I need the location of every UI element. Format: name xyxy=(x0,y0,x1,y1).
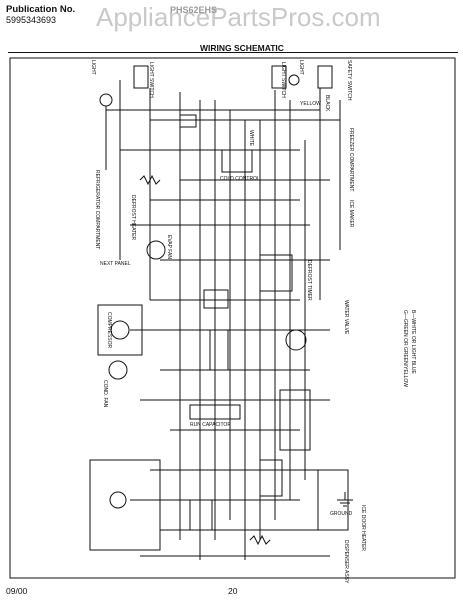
schematic-frame xyxy=(9,57,456,579)
page-title: WIRING SCHEMATIC xyxy=(200,43,284,53)
safety-switch xyxy=(317,65,333,89)
ice-door-heater xyxy=(249,534,271,546)
publication-block: Publication No. 5995343693 xyxy=(6,4,75,26)
cold-control xyxy=(221,149,253,173)
label-dispenser-assy: DISPENSER ASSY xyxy=(343,540,349,584)
run-capacitor xyxy=(189,404,241,420)
ground-symbol xyxy=(337,492,353,507)
label-light-switch: LIGHT SWITCH xyxy=(148,62,154,98)
label-ice-door-heater: ICE DOOR HEATER xyxy=(360,505,366,551)
label-light-right: LIGHT xyxy=(298,60,304,75)
label-cond-fan: COND. FAN xyxy=(102,380,108,408)
light-switch-left xyxy=(133,65,149,89)
label-defrost-timer: DEFROST TIMER xyxy=(306,260,312,301)
label-run-capacitor: RUN CAPACITOR xyxy=(190,422,231,428)
label-safety-switch: SAFETY SWITCH xyxy=(346,60,352,101)
label-compressor: COMPRESSOR xyxy=(106,312,112,349)
label-water-valve: WATER VALVE xyxy=(343,300,349,335)
publication-label: Publication No. xyxy=(6,4,76,15)
light-right-bulb xyxy=(288,74,300,86)
light-switch-right xyxy=(271,65,287,89)
model-number: PHS62EHS xyxy=(170,5,218,15)
label-ice-maker: ICE MAKER xyxy=(348,200,354,228)
label-white: WHITE xyxy=(248,130,254,147)
label-light-switch-right: LIGHT SWITCH xyxy=(280,62,286,98)
label-evap-fan: EVAP FAN xyxy=(166,235,172,259)
evap-fan-motor xyxy=(146,240,166,260)
label-yellow: YELLOW xyxy=(300,101,321,107)
defrost-timer xyxy=(259,254,293,292)
auger-motor-box xyxy=(89,459,161,551)
ice-maker-motor xyxy=(285,329,307,351)
label-refrigerator-compartment: REFRIGERATOR COMPARTMENT xyxy=(94,170,100,249)
label-defrost-heater: DEFROST HEATER xyxy=(130,195,136,240)
label-black: BLACK xyxy=(324,95,330,112)
label-wire-legend-2: G—GREEN OR GREEN/YELLOW xyxy=(402,310,408,387)
label-freezer-compartment: FREEZER COMPARTMENT xyxy=(348,128,354,191)
label-light-left: LIGHT xyxy=(90,60,96,75)
light-left-bulb xyxy=(99,93,113,107)
dispenser-relay xyxy=(279,389,311,451)
compressor xyxy=(97,304,143,356)
cond-fan-motor xyxy=(108,360,128,380)
watermark: AppliancePartsPros.com xyxy=(96,2,381,32)
label-next-panel: NEXT PANEL xyxy=(100,261,131,267)
page-number: 20 xyxy=(228,586,238,596)
label-wire-legend-1: B—WHITE OR LIGHT BLUE xyxy=(410,310,416,374)
publication-number: 5995343693 xyxy=(6,15,57,25)
defrost-heater xyxy=(139,174,161,186)
label-cold-control: COLD CONTROL xyxy=(220,176,260,182)
title-divider xyxy=(8,52,458,53)
label-ground: GROUND xyxy=(330,511,353,517)
footer-date: 09/00 xyxy=(6,586,28,596)
